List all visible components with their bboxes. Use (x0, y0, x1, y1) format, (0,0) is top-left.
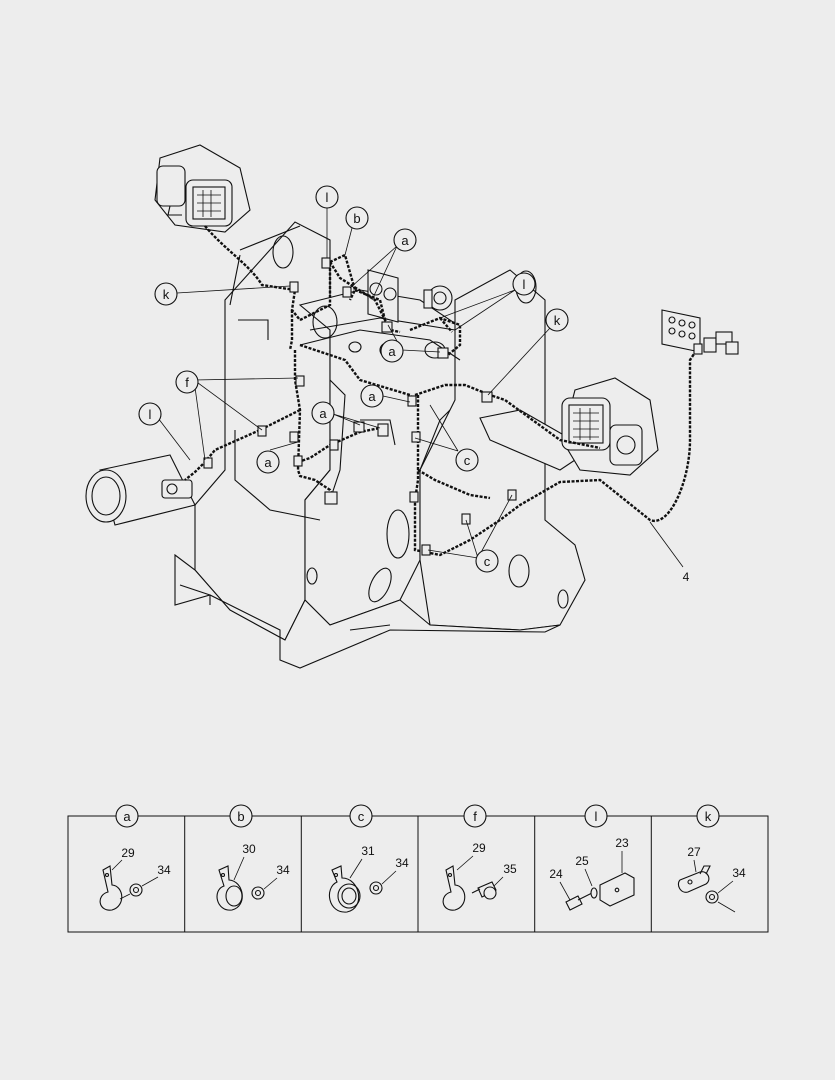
svg-text:30: 30 (242, 842, 256, 856)
svg-text:a: a (123, 809, 131, 824)
svg-text:24: 24 (549, 867, 563, 881)
callout-c-upper: c (455, 448, 479, 472)
svg-text:b: b (237, 809, 244, 824)
svg-text:f: f (185, 375, 189, 390)
svg-text:23: 23 (615, 836, 629, 850)
svg-text:l: l (523, 277, 526, 292)
right-work-light-icon (561, 377, 659, 476)
callout-a-top: a (393, 228, 417, 252)
svg-text:f: f (473, 809, 477, 824)
svg-text:29: 29 (121, 846, 135, 860)
callout-l-right: l (512, 272, 536, 296)
rotary-switch-icon (423, 285, 453, 311)
svg-text:34: 34 (157, 863, 171, 877)
frame-hole-icon (272, 235, 294, 269)
detail-panel-b: b 30 34 (216, 804, 290, 911)
svg-text:a: a (368, 389, 376, 404)
detail-panel-l: l 24 25 23 (549, 804, 635, 911)
svg-text:34: 34 (395, 856, 409, 870)
callout-f-left: f (175, 370, 199, 394)
svg-text:4: 4 (683, 570, 690, 584)
svg-text:34: 34 (732, 866, 746, 880)
svg-text:l: l (149, 407, 152, 422)
callout-a-low: a (256, 450, 280, 474)
svg-text:34: 34 (276, 863, 290, 877)
left-work-light-icon (154, 144, 251, 233)
left-arm-tube (85, 454, 196, 526)
svg-text:k: k (554, 313, 561, 328)
detail-panel-k: k 27 34 (677, 804, 746, 913)
svg-text:31: 31 (361, 844, 375, 858)
svg-text:l: l (595, 809, 598, 824)
svg-text:l: l (326, 190, 329, 205)
callout-c-lower: c (475, 549, 499, 573)
harness-clamps (203, 257, 703, 556)
detail-legend: a 29 34 b 30 34 c (67, 804, 769, 933)
svg-text:29: 29 (472, 841, 486, 855)
svg-text:b: b (353, 211, 360, 226)
frame-hole-icon (508, 554, 530, 588)
svg-text:a: a (319, 406, 327, 421)
svg-text:c: c (464, 453, 471, 468)
detail-panel-f: f 29 35 (442, 804, 517, 911)
loader-frame (174, 221, 586, 669)
detail-panel-c: c 31 34 (328, 804, 409, 913)
svg-text:a: a (401, 233, 409, 248)
callout-k-left: k (154, 282, 178, 306)
callout-harness-4: 4 (683, 570, 690, 584)
svg-text:k: k (705, 809, 712, 824)
callout-a-mid1: a (380, 339, 404, 363)
svg-text:27: 27 (687, 845, 701, 859)
detail-panel-a: a 29 34 (99, 804, 171, 911)
svg-text:k: k (163, 287, 170, 302)
svg-text:a: a (264, 455, 272, 470)
switch-panel-icon (367, 269, 399, 323)
callout-a-mid2: a (360, 384, 384, 408)
callout-k-right: k (545, 308, 569, 332)
svg-text:c: c (484, 554, 491, 569)
callout-l-top: l (315, 185, 339, 209)
callout-a-left: a (311, 401, 335, 425)
svg-text:25: 25 (575, 854, 589, 868)
svg-text:a: a (388, 344, 396, 359)
callout-l-left: l (138, 402, 162, 426)
svg-text:c: c (358, 809, 365, 824)
svg-text:35: 35 (503, 862, 517, 876)
connector-plate (661, 309, 739, 355)
callout-b-top: b (345, 206, 369, 230)
callouts: l b a l k k a a (138, 185, 690, 584)
